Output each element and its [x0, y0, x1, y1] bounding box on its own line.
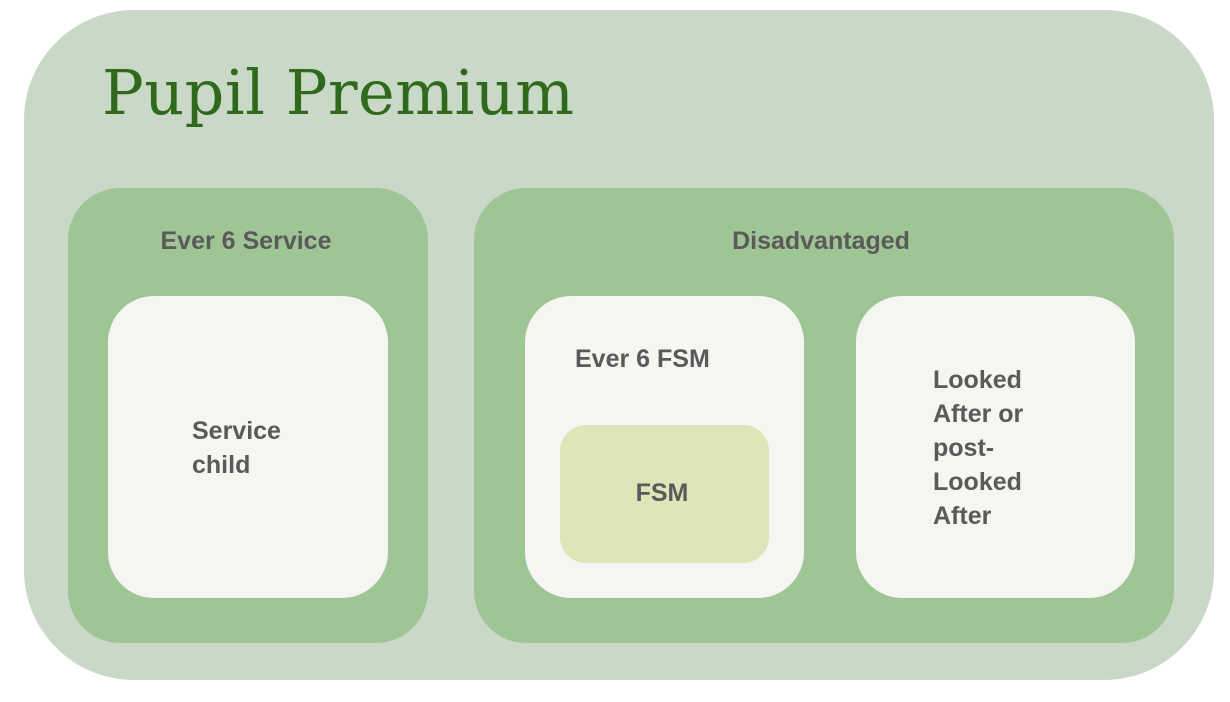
fsm-label: FSM	[635, 479, 689, 507]
disadvantaged-label: Disadvantaged	[732, 227, 910, 255]
ever6-fsm-label: Ever 6 FSM	[575, 345, 710, 373]
service-child-label: Service child	[192, 417, 281, 479]
ever6-service-label: Ever 6 Service	[160, 227, 332, 255]
diagram-title: Pupil Premium	[102, 56, 575, 129]
service-child-box: Service child	[108, 296, 388, 598]
looked-after-box: Looked After or post- Looked After	[856, 296, 1135, 598]
looked-after-label: Looked After or post- Looked After	[933, 366, 1024, 530]
fsm-box: FSM	[560, 425, 769, 563]
